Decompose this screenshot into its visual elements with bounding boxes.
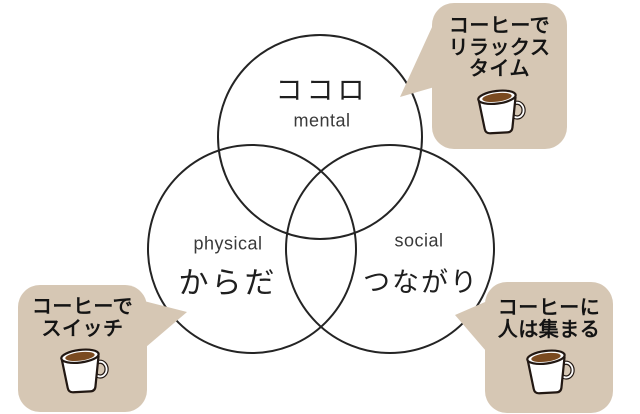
circle-social [285,144,495,354]
callout-line: コーヒーで [448,15,551,37]
coffee-cup-icon [59,348,109,394]
circle-mental [217,34,423,240]
coffee-cup-icon [476,88,526,134]
mental-jp-label: ココロ [275,75,369,106]
callout-line: タイム [468,58,531,80]
callout-tail-people-gather [455,299,492,351]
coffee-cup-icon [526,349,575,395]
social-jp-label: つながり [363,267,479,298]
callout-switch: コーヒーで スイッチ [18,285,147,412]
callout-relax-time: コーヒーで リラックス タイム [432,3,567,149]
physical-en-label: physical [193,233,263,254]
callout-line: リラックス [448,36,551,59]
callout-tail-relax-time [400,14,438,97]
callout-line: スイッチ [41,317,124,340]
physical-jp-label: からだ [178,267,278,300]
callout-tail-switch [140,300,187,347]
circle-physical [147,144,357,354]
callout-people-gather: コーヒーに 人は集まる [485,282,613,413]
callout-line: 人は集まる [497,318,601,341]
callout-line: コーヒーに [497,297,601,319]
social-en-label: social [394,230,444,251]
callout-line: コーヒーで [31,296,134,318]
mental-en-label: mental [293,110,351,131]
